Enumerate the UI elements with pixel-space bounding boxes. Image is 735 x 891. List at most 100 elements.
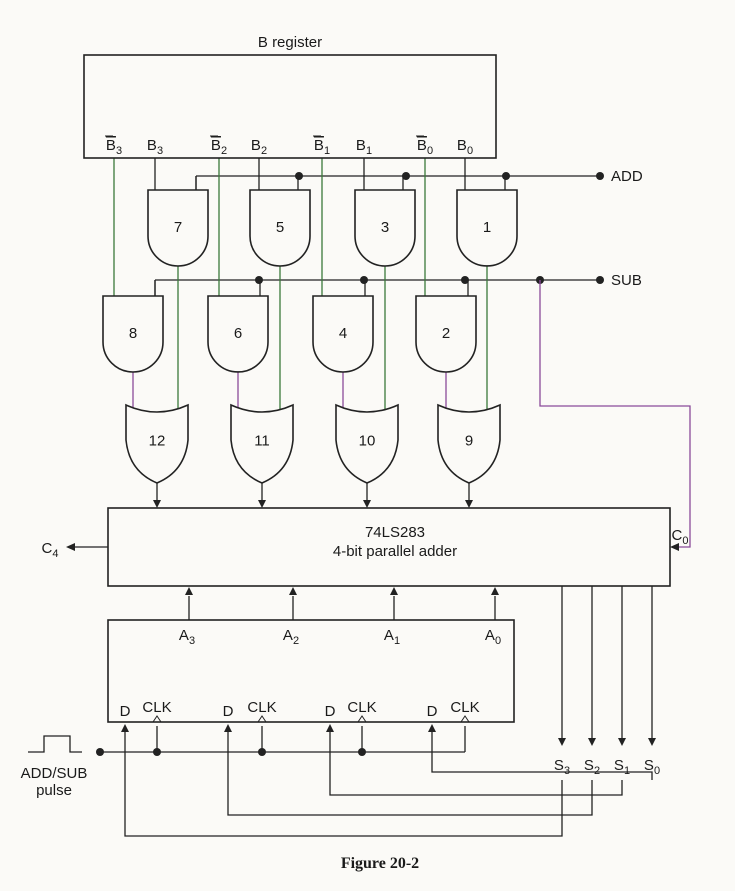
carry-out-arrow <box>66 543 75 551</box>
d-input-label: D <box>427 703 438 720</box>
b-register-title: B register <box>258 34 322 51</box>
or-gate-10 <box>335 403 399 484</box>
or-gate-9-label: 9 <box>465 433 473 450</box>
sum-label: S2 <box>584 757 600 777</box>
sub-terminal <box>596 276 604 284</box>
sum-arrow <box>558 738 566 746</box>
figure-caption: Figure 20-2 <box>341 855 419 872</box>
carry-in-arrow <box>670 543 679 551</box>
d-input-arrow <box>326 724 334 732</box>
b-output-label: B2 <box>211 137 227 157</box>
add-label: ADD <box>611 168 643 185</box>
junction-clk <box>258 748 266 756</box>
feedback-s3 <box>124 730 563 837</box>
and-gate-3-label: 3 <box>381 219 389 236</box>
or-gate-11-label: 11 <box>254 433 270 450</box>
b-output-label: B0 <box>457 137 473 157</box>
add-terminal <box>596 172 604 180</box>
clk-input-label: CLK <box>347 699 376 716</box>
feedback-s1 <box>329 730 623 796</box>
components <box>66 54 679 746</box>
a-to-adder-arrow <box>390 587 398 595</box>
a-to-adder-arrow <box>185 587 193 595</box>
junction-add <box>502 172 510 180</box>
d-input-label: D <box>120 703 131 720</box>
sum-arrow <box>588 738 596 746</box>
and-gate-6 <box>207 295 269 373</box>
or-gate-12 <box>125 403 189 484</box>
and-gate-4 <box>312 295 374 373</box>
sum-arrow <box>618 738 626 746</box>
a-output-label: A0 <box>485 627 501 647</box>
d-input-arrow <box>224 724 232 732</box>
and-gate-8 <box>102 295 164 373</box>
d-input-arrow <box>428 724 436 732</box>
b-output-label: B1 <box>314 137 330 157</box>
junction-add <box>295 172 303 180</box>
and-gate-5 <box>249 189 311 267</box>
clk-edge-marker <box>152 715 162 723</box>
adder-desc-label: 4-bit parallel adder <box>333 543 457 560</box>
a-output-label: A2 <box>283 627 299 647</box>
sum-label: S3 <box>554 757 570 777</box>
and-gate-8-label: 8 <box>129 325 137 342</box>
a-to-adder-arrow <box>491 587 499 595</box>
sub-label: SUB <box>611 272 642 289</box>
clk-input-label: CLK <box>142 699 171 716</box>
and-gate-4-label: 4 <box>339 325 347 342</box>
b-output-label: B2 <box>251 137 267 157</box>
clk-edge-marker <box>257 715 267 723</box>
clk-edge-marker <box>460 715 470 723</box>
junction-clk <box>358 748 366 756</box>
adder-part-label: 74LS283 <box>365 524 425 541</box>
junction-clk <box>96 748 104 756</box>
and-gate-2-label: 2 <box>442 325 450 342</box>
or-gate-9 <box>437 403 501 484</box>
junction-sub <box>461 276 469 284</box>
clk-input-label: CLK <box>247 699 276 716</box>
or-out-arrow <box>465 500 473 508</box>
or-out-arrow <box>363 500 371 508</box>
and-gate-7 <box>147 189 209 267</box>
b-output-label: B1 <box>356 137 372 157</box>
a-output-label: A3 <box>179 627 195 647</box>
or-out-arrow <box>258 500 266 508</box>
pulse-label: ADD/SUB <box>21 765 88 782</box>
carry-out-label: C4 <box>42 540 59 560</box>
b-output-label: B3 <box>147 137 163 157</box>
clk-edge-marker <box>357 715 367 723</box>
pulse-symbol <box>28 735 82 753</box>
and-gate-3 <box>354 189 416 267</box>
and-gate-1-label: 1 <box>483 219 491 236</box>
pulse-label: pulse <box>36 782 72 799</box>
d-input-arrow <box>121 724 129 732</box>
or-out-arrow <box>153 500 161 508</box>
sum-arrow <box>648 738 656 746</box>
junction-sub <box>255 276 263 284</box>
junction-sub <box>360 276 368 284</box>
carry-in-wire <box>539 280 691 548</box>
junction-add <box>402 172 410 180</box>
b-register <box>83 54 497 159</box>
a-to-adder-arrow <box>289 587 297 595</box>
and-gate-2 <box>415 295 477 373</box>
a-output-label: A1 <box>384 627 400 647</box>
a-register <box>107 619 515 723</box>
b-output-label: B0 <box>417 137 433 157</box>
or-gate-12-label: 12 <box>149 433 166 450</box>
sum-label: S0 <box>644 757 660 777</box>
feedback-s0 <box>431 730 653 780</box>
b-output-label: B3 <box>106 137 122 157</box>
or-gate-11 <box>230 403 294 484</box>
carry-in-label: C0 <box>672 527 689 547</box>
clk-input-label: CLK <box>450 699 479 716</box>
d-input-label: D <box>223 703 234 720</box>
and-gate-6-label: 6 <box>234 325 242 342</box>
junction-clk <box>153 748 161 756</box>
or-gate-10-label: 10 <box>359 433 376 450</box>
and-gate-7-label: 7 <box>174 219 182 236</box>
and-gate-1 <box>456 189 518 267</box>
